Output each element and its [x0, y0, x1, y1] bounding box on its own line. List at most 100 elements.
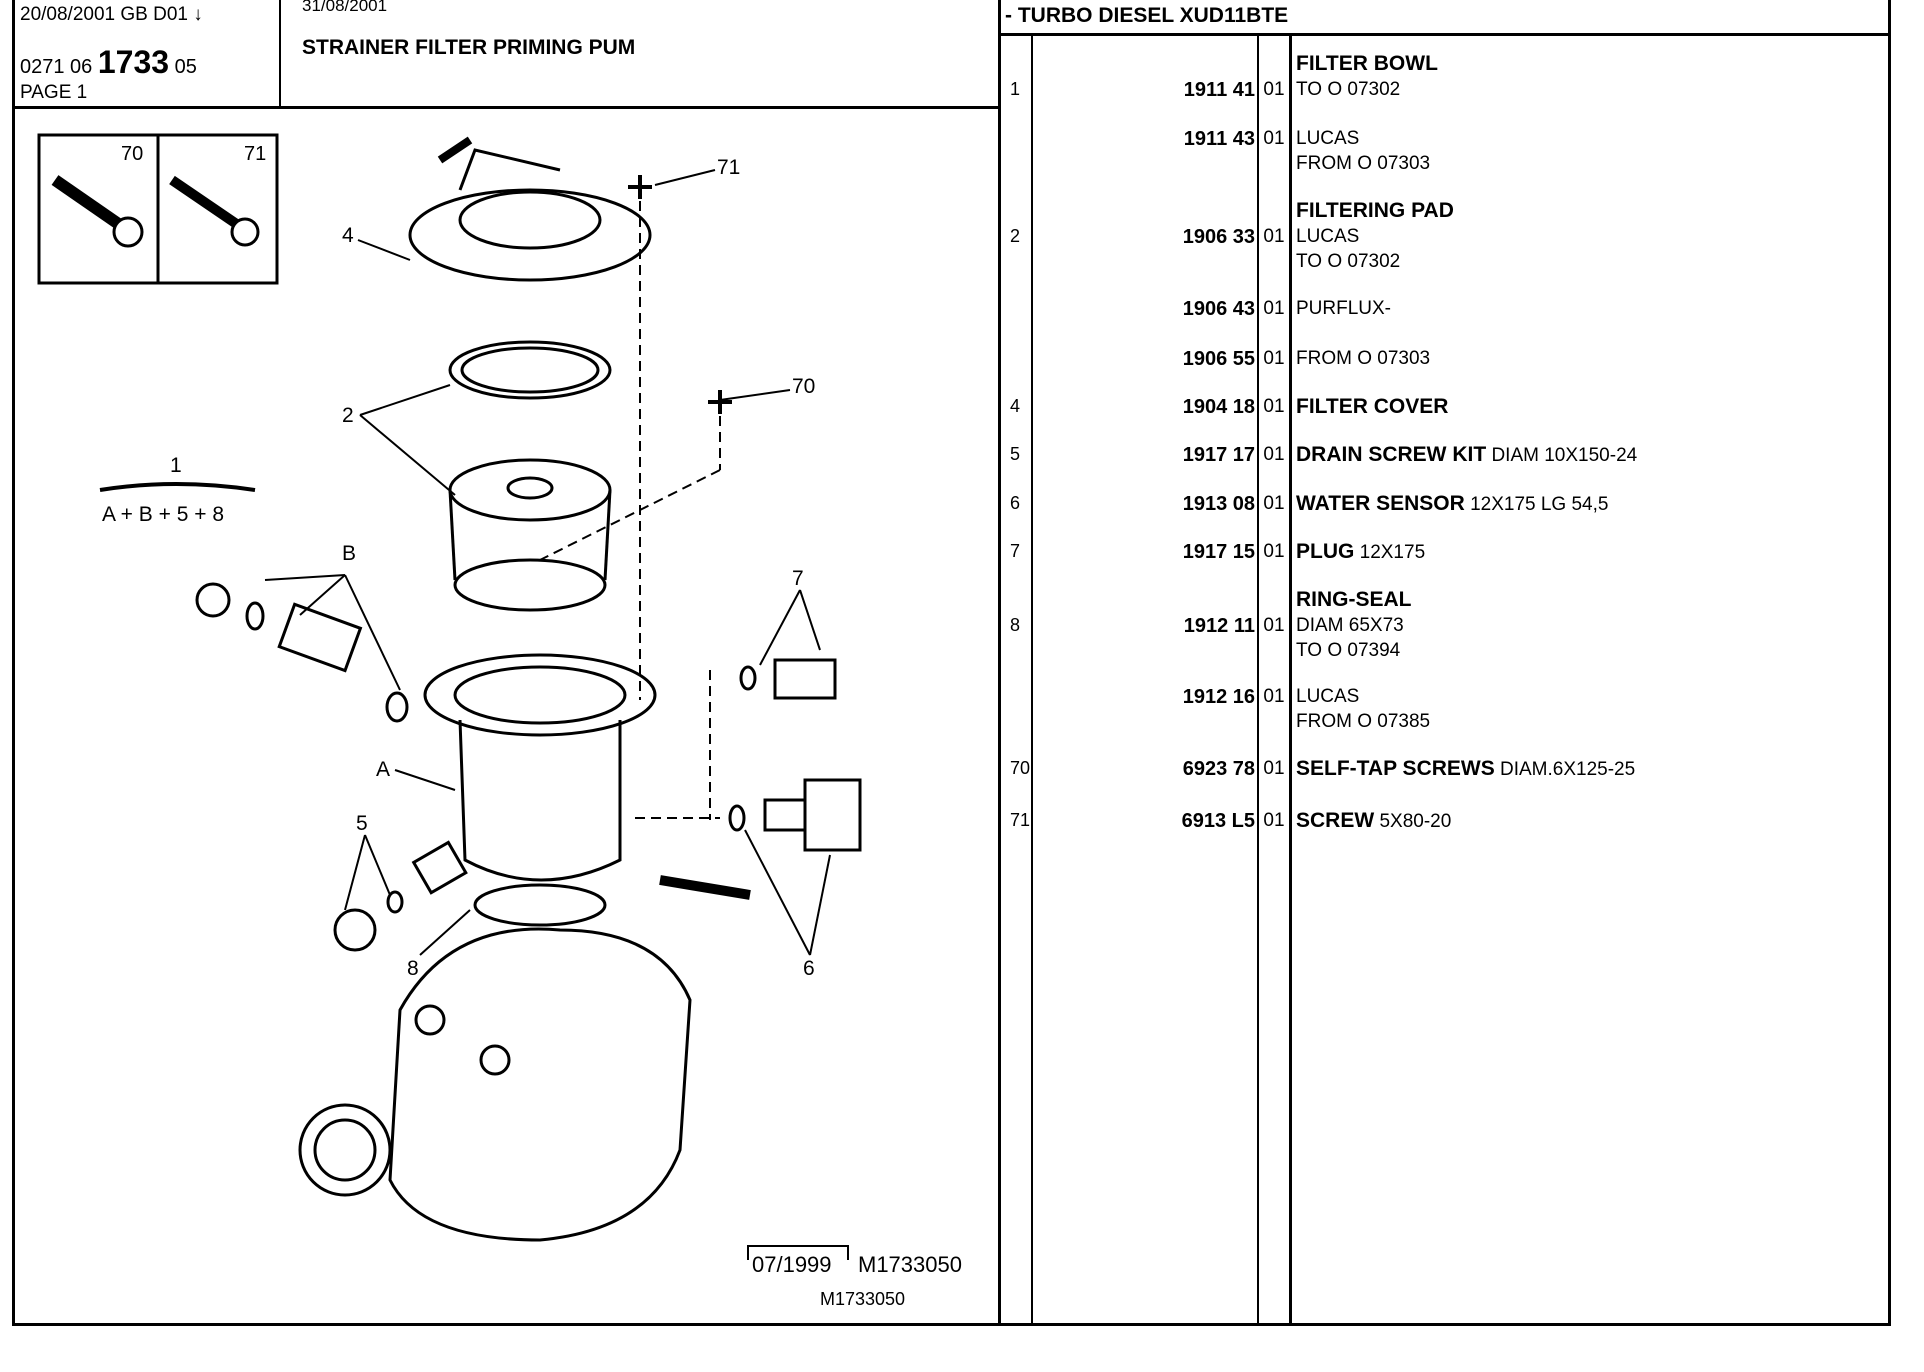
- seal-ring-part: [448, 340, 612, 400]
- ref-prefix: 0271 06: [20, 56, 93, 78]
- description-line: PLUG 12X175: [1296, 539, 1425, 565]
- part-number-cell: 6923 78: [1182, 758, 1255, 780]
- callout-formula: A + B + 5 + 8: [102, 503, 224, 526]
- page-title: STRAINER FILTER PRIMING PUM: [302, 36, 636, 59]
- qty-cell: 01: [1263, 298, 1285, 319]
- screw-70-icon: [51, 175, 144, 248]
- frame-line: [12, 0, 15, 108]
- description-extra: DIAM.6X125-25: [1494, 759, 1636, 780]
- footer-date-box: [747, 1245, 849, 1260]
- description-text: RING-SEAL: [1296, 588, 1412, 611]
- description-line: TO O 07302: [1296, 249, 1454, 274]
- description-cell: SELF-TAP SCREWS DIAM.6X125-25: [1296, 756, 1635, 782]
- part-number-cell: 1906 43: [1182, 298, 1255, 320]
- description-line: TO O 07302: [1296, 77, 1438, 102]
- description-cell: FILTER COVER: [1296, 394, 1448, 420]
- qty-cell: 01: [1263, 493, 1285, 514]
- description-cell: SCREW 5X80-20: [1296, 808, 1451, 834]
- qty-cell: 01: [1263, 444, 1285, 465]
- callout-b: B: [342, 542, 356, 565]
- description-line: FILTER COVER: [1296, 394, 1448, 420]
- description-line: SCREW 5X80-20: [1296, 808, 1451, 834]
- part-number-cell: 1917 17: [1182, 444, 1255, 466]
- description-line: LUCAS: [1296, 126, 1430, 151]
- screw-71-icon: [169, 175, 260, 247]
- part-6-water-sensor: [728, 778, 862, 852]
- column-divider: [1257, 36, 1259, 1326]
- formula-bar: [99, 482, 256, 492]
- frame-line: [1888, 0, 1891, 1326]
- part-number-cell: 1912 11: [1183, 615, 1255, 637]
- footer-code: M1733050: [858, 1252, 962, 1277]
- ref-cell: 4: [1010, 396, 1021, 416]
- description-line: PURFLUX-: [1296, 296, 1391, 321]
- part-number-cell: 1912 16: [1182, 686, 1255, 708]
- ref-cell: 71: [1010, 810, 1031, 830]
- ref-cell: 6: [1010, 493, 1021, 513]
- ref-cell: 70: [1010, 758, 1031, 778]
- description-line: DRAIN SCREW KIT DIAM 10X150-24: [1296, 442, 1637, 468]
- description-cell: FILTER BOWL TO O 07302: [1296, 51, 1438, 102]
- part-number-cell: 6913 L5: [1181, 810, 1255, 832]
- filter-bowl-part: [411, 653, 657, 927]
- callout-5: 5: [356, 812, 368, 835]
- description-extra: 5X80-20: [1374, 811, 1452, 832]
- qty-cell: 01: [1263, 79, 1285, 100]
- inset-label-70: 70: [121, 143, 143, 165]
- description-cell: FROM O 07303: [1296, 346, 1430, 371]
- filter-cover-part: [408, 136, 652, 282]
- doc-date: 31/08/2001: [302, 0, 388, 15]
- description-cell: DRAIN SCREW KIT DIAM 10X150-24: [1296, 442, 1637, 468]
- frame-line: [12, 106, 1000, 109]
- frame-line: [998, 0, 1001, 1326]
- description-line: LUCAS: [1296, 224, 1454, 249]
- plus-marker-70: [708, 390, 732, 414]
- print-date-line: 20/08/2001 GB D01 ↓: [20, 4, 203, 25]
- description-text: TO O 07302: [1296, 251, 1401, 272]
- callout-70: 70: [792, 375, 815, 398]
- callout-7: 7: [792, 567, 804, 590]
- plus-marker-71: [628, 175, 652, 199]
- description-line: WATER SENSOR 12X175 LG 54,5: [1296, 491, 1608, 517]
- ref-cell: 8: [1010, 615, 1021, 635]
- callout-leaders: [264, 169, 831, 956]
- description-line: FROM O 07303: [1296, 346, 1430, 371]
- inset-label-71: 71: [244, 143, 266, 165]
- description-line: FILTERING PAD: [1296, 198, 1454, 224]
- frame-line: [12, 108, 15, 1326]
- part-number-cell: 1906 55: [1182, 348, 1255, 370]
- ref-cell: 1: [1010, 79, 1021, 99]
- description-extra: 12X175 LG 54,5: [1464, 494, 1609, 515]
- description-cell: PLUG 12X175: [1296, 539, 1425, 565]
- ref-main: 1733: [97, 44, 170, 80]
- frame-line: [12, 1323, 1890, 1326]
- description-line: FROM O 07385: [1296, 709, 1430, 734]
- description-extra: 12X175: [1354, 542, 1426, 563]
- description-text: PLUG: [1296, 540, 1355, 563]
- column-divider: [1031, 36, 1033, 1326]
- description-line: SELF-TAP SCREWS DIAM.6X125-25: [1296, 756, 1635, 782]
- description-text: FILTER BOWL: [1296, 52, 1438, 75]
- description-text: FROM O 07303: [1296, 153, 1431, 174]
- description-text: SELF-TAP SCREWS: [1296, 757, 1495, 780]
- description-text: WATER SENSOR: [1296, 492, 1465, 515]
- description-line: DIAM 65X73: [1296, 613, 1412, 638]
- frame-line: [279, 0, 281, 108]
- description-text: LUCAS: [1296, 226, 1360, 247]
- ref-cell: 2: [1010, 226, 1021, 246]
- description-line: TO O 07394: [1296, 638, 1412, 663]
- part-5-drain-screw: [333, 890, 404, 952]
- callout-6: 6: [803, 957, 815, 980]
- description-text: LUCAS: [1296, 686, 1360, 707]
- qty-cell: 01: [1263, 810, 1285, 831]
- description-text: TO O 07302: [1296, 79, 1401, 100]
- filtering-pad-part: [448, 458, 612, 612]
- part-number-cell: 1917 15: [1182, 541, 1255, 563]
- callout-1: 1: [170, 454, 182, 477]
- ref-cell: 5: [1010, 444, 1021, 464]
- qty-cell: 01: [1263, 396, 1285, 417]
- part-number-cell: 1911 41: [1183, 79, 1255, 101]
